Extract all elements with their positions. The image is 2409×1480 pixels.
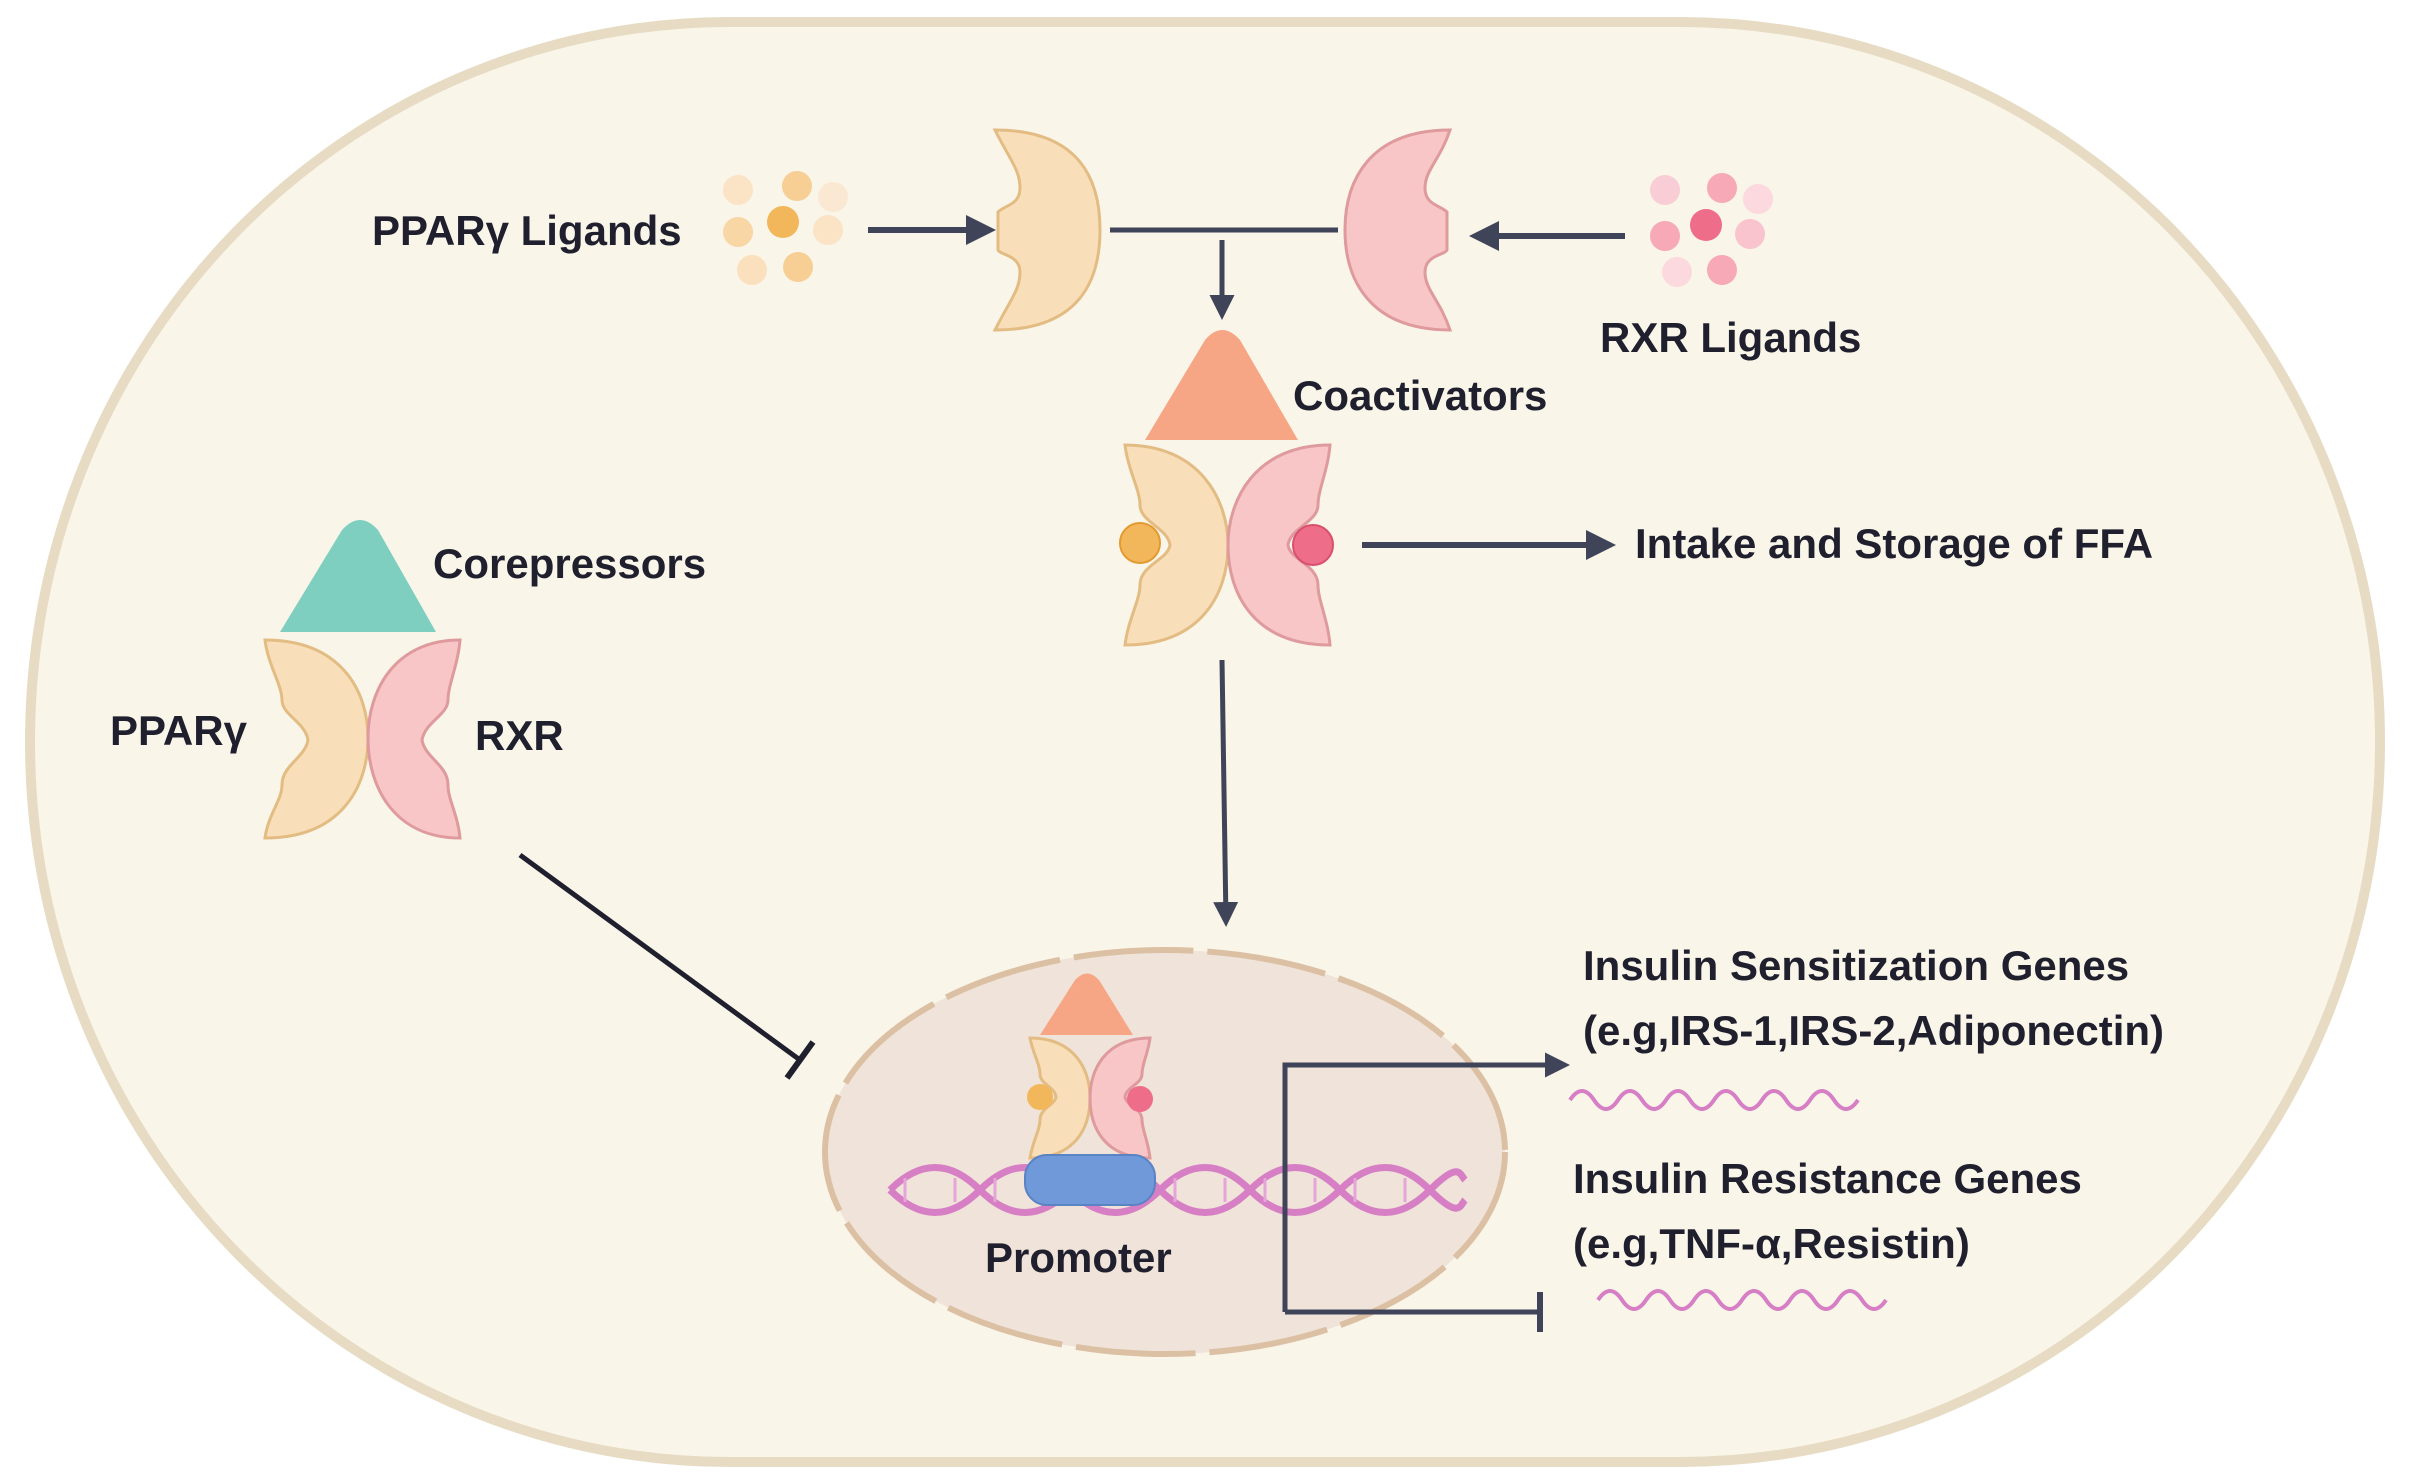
- rxr-receptor-nuclear: [1088, 1036, 1152, 1160]
- corepressor-triangle: [280, 520, 436, 632]
- rxr-ligands-label: RXR Ligands: [1600, 314, 1861, 361]
- nucleus-entry-arrow: [1213, 659, 1239, 927]
- mrna-resistance: [1596, 1289, 1888, 1311]
- nucleus: [822, 947, 1508, 1357]
- rxr-label: RXR: [475, 712, 564, 759]
- rxr-receptor-active: [1226, 443, 1332, 647]
- corepressors-label: Corepressors: [433, 540, 706, 587]
- insulin-resistance-examples: (e.g,TNF-α,Resistin): [1573, 1220, 1970, 1267]
- ppar-receptor-active: [1123, 443, 1230, 647]
- rxr-ligand-nuclear: [1127, 1086, 1153, 1112]
- intake-storage-label: Intake and Storage of FFA: [1635, 520, 2153, 567]
- repression-bar: [784, 1040, 816, 1080]
- rxr-receptor-top: [1343, 128, 1453, 332]
- ppar-ligand-bound: [1119, 522, 1161, 564]
- promoter-label: Promoter: [985, 1234, 1172, 1281]
- coactivators-label: Coactivators: [1293, 372, 1547, 419]
- insulin-sensitization-label: Insulin Sensitization Genes: [1583, 942, 2129, 989]
- ppar-receptor-top: [992, 128, 1102, 332]
- promoter-box: [1024, 1154, 1156, 1206]
- coactivator-nuclear: [1040, 973, 1133, 1035]
- rxr-ligand-particles: [1650, 173, 1773, 287]
- rxr-receptor-inactive: [366, 638, 462, 840]
- rxr-ligand-bound: [1292, 524, 1334, 566]
- ppar-receptor-inactive: [263, 638, 370, 840]
- coactivator-triangle: [1145, 330, 1298, 440]
- insulin-resistance-label: Insulin Resistance Genes: [1573, 1155, 2082, 1202]
- ppar-label: PPARγ: [110, 707, 248, 754]
- dna-helix: [887, 1164, 1468, 1216]
- repression-inhibition-line: [518, 852, 802, 1063]
- insulin-sensitization-examples: (e.g,IRS-1,IRS-2,Adiponectin): [1583, 1007, 2164, 1054]
- ppar-ligands-label: PPARγ Ligands: [372, 207, 682, 254]
- ppar-ligand-particles: [723, 171, 848, 285]
- ppar-ligand-nuclear: [1027, 1084, 1053, 1110]
- mrna-sensitization: [1568, 1089, 1860, 1111]
- activation-arrow: [1282, 1052, 1570, 1312]
- cell-membrane: [25, 17, 2385, 1467]
